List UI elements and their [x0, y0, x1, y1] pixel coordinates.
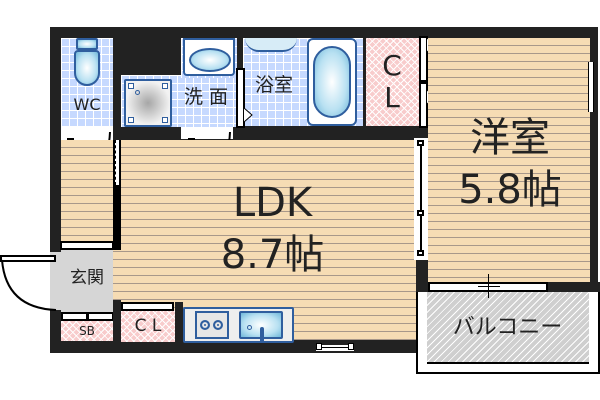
closet-bottom-door[interactable] [121, 302, 174, 311]
closet-bottom-wall [113, 300, 121, 352]
closet-top-label-l: L [384, 81, 400, 114]
closet-top-door-upper[interactable] [419, 36, 428, 82]
shower-icon [245, 38, 297, 52]
entrance-door-opening [50, 252, 61, 310]
ldk-label: LDK [232, 180, 313, 226]
washroom-label: 洗 面 [183, 86, 229, 108]
ldk-bottom-window[interactable] [316, 345, 354, 351]
toilet-icon [72, 38, 102, 88]
bathroom-door-arrow [243, 107, 253, 123]
room-closet-bottom [121, 310, 175, 342]
entrance-step [60, 241, 114, 250]
shoe-box-label: SB [79, 324, 95, 338]
room-closet-top [366, 38, 421, 126]
room-entrance [61, 249, 113, 313]
bathtub-icon [307, 38, 357, 126]
western-room-window[interactable] [588, 62, 594, 112]
wc-door-opening [61, 126, 113, 140]
balcony-wall-right [589, 282, 600, 292]
entrance-door[interactable] [0, 255, 56, 262]
shoe-box-door-left[interactable] [61, 312, 88, 321]
entrance-label: 玄関 [70, 268, 104, 288]
closet-top-label-c: C [382, 49, 402, 82]
washroom-door-opening [181, 127, 233, 139]
hall-partition [113, 140, 121, 250]
balcony-label: バルコニー [452, 315, 563, 340]
bathroom-label: 浴室 [254, 74, 293, 96]
ldk-size: 8.7帖 [220, 232, 325, 278]
closet-top-door-lower[interactable] [419, 82, 428, 128]
western-room-size: 5.8帖 [458, 167, 562, 213]
washbasin-icon [183, 38, 235, 76]
closet-bottom-side-wall [175, 302, 183, 352]
room-balcony [427, 292, 589, 364]
wc-label: WC [73, 95, 101, 114]
shoe-box-door-right[interactable] [87, 312, 114, 321]
entrance-door-swing [1, 259, 57, 311]
closet-bottom-label: C L [134, 316, 162, 336]
washing-machine-pan-icon [124, 79, 172, 127]
room-western [428, 38, 590, 282]
hall-partition-glass [115, 140, 119, 185]
western-room-label: 洋室 [470, 115, 550, 161]
room-shoe-box [61, 320, 113, 341]
stove-icon [195, 311, 229, 339]
bathroom-door[interactable] [236, 68, 245, 128]
kitchen-sink-icon [239, 311, 283, 341]
